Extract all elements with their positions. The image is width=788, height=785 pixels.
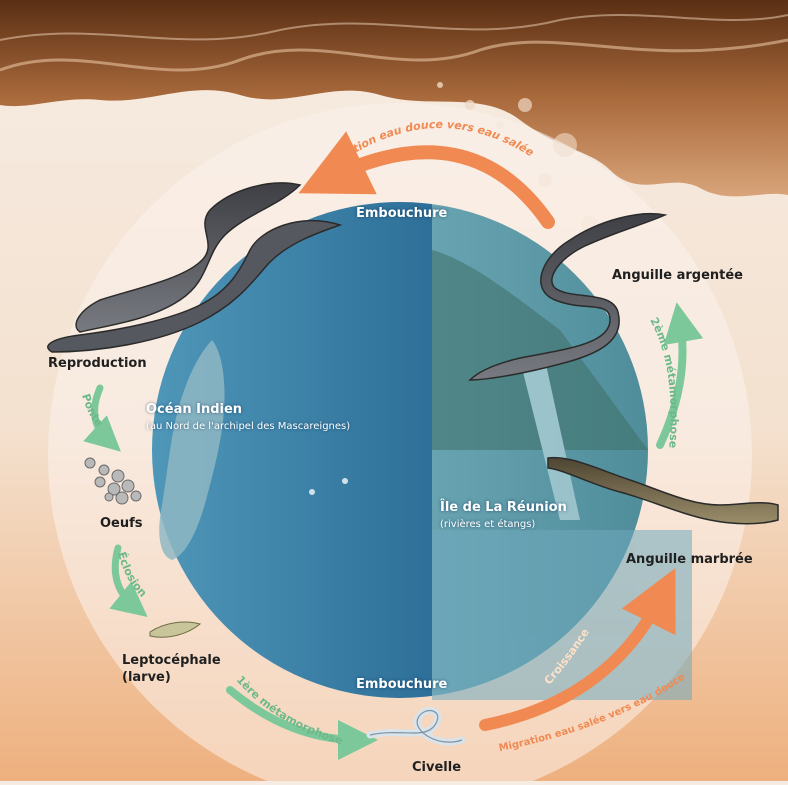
stage-anguille-marbree: Anguille marbrée: [626, 552, 753, 567]
embouchure-bottom-label: Embouchure: [356, 677, 447, 692]
stage-oeufs: Oeufs: [100, 516, 143, 531]
stage-leptocephale: Leptocéphale: [122, 653, 221, 668]
ocean-subtitle: (au Nord de l'archipel des Mascareignes): [146, 421, 350, 432]
stage-civelle: Civelle: [412, 760, 461, 775]
ocean-title: Océan Indien: [146, 402, 242, 417]
stage-reproduction: Reproduction: [48, 356, 147, 371]
island-subtitle: (rivières et étangs): [440, 519, 535, 530]
stage-larve: (larve): [122, 670, 171, 685]
embouchure-top-label: Embouchure: [356, 206, 447, 221]
stage-anguille-argentee: Anguille argentée: [612, 268, 743, 283]
island-title: Île de La Réunion: [440, 500, 567, 515]
